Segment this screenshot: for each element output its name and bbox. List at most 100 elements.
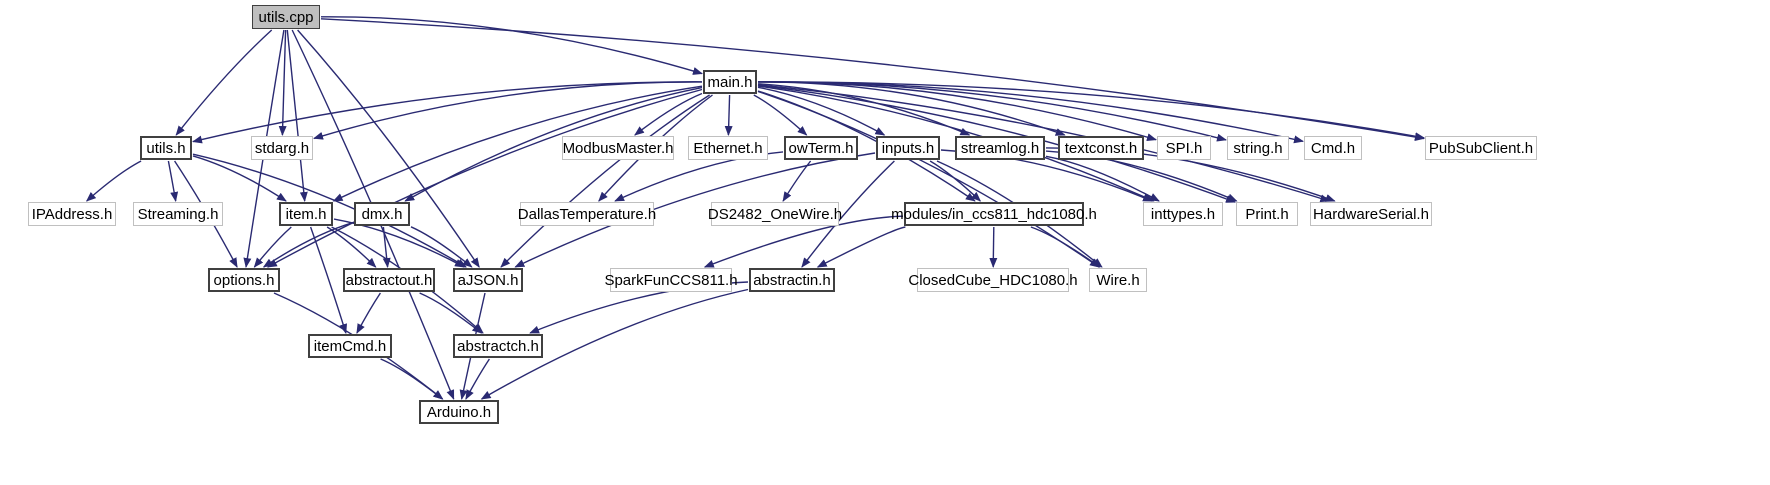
graph-edge [266, 88, 703, 268]
graph-edge [167, 160, 179, 202]
graph-node-label: Arduino.h [426, 403, 492, 421]
graph-edge [332, 85, 703, 202]
graph-node-streamlog-h[interactable]: streamlog.h [955, 136, 1045, 160]
graph-edge [262, 221, 354, 268]
graph-node-label: DS2482_OneWire.h [707, 205, 843, 223]
graph-node-label: owTerm.h [788, 139, 854, 157]
graph-edge [253, 226, 292, 268]
graph-edge [753, 94, 808, 136]
graph-edge [703, 215, 904, 268]
graph-node-label: DallasTemperature.h [517, 205, 657, 223]
graph-edge [1030, 226, 1101, 268]
graph-node-pubsubclient-h[interactable]: PubSubClient.h [1425, 136, 1537, 160]
graph-edge [757, 84, 1236, 203]
graph-node-label: IPAddress.h [31, 205, 113, 223]
graph-node-label: dmx.h [361, 205, 403, 223]
graph-node-ccs811-h[interactable]: modules/in_ccs811_hdc1080.h [891, 202, 1097, 226]
graph-node-streaming-h[interactable]: Streaming.h [133, 202, 223, 226]
graph-node-textconst-h[interactable]: textconst.h [1058, 136, 1144, 160]
graph-node-label: modules/in_ccs811_hdc1080.h [891, 205, 1097, 223]
graph-node-label: aJSON.h [457, 271, 519, 289]
graph-node-inttypes-h[interactable]: inttypes.h [1143, 202, 1223, 226]
graph-node-spi-h[interactable]: SPI.h [1157, 136, 1211, 160]
graph-node-label: abstractin.h [753, 271, 831, 289]
graph-edge [313, 81, 703, 140]
graph-edge [192, 155, 287, 202]
graph-node-string-h[interactable]: string.h [1227, 136, 1289, 160]
graph-node-dallastemp-h[interactable]: DallasTemperature.h [517, 202, 657, 226]
graph-edge [320, 16, 703, 75]
graph-edge [192, 153, 467, 268]
graph-edge [782, 160, 812, 202]
graph-edge [757, 81, 1425, 141]
graph-node-hardwareserial-h[interactable]: HardwareSerial.h [1310, 202, 1432, 226]
graph-node-utils-cpp[interactable]: utils.cpp [252, 5, 320, 29]
graph-node-ajson-h[interactable]: aJSON.h [453, 268, 523, 292]
graph-node-options-h[interactable]: options.h [208, 268, 280, 292]
graph-edge [480, 288, 749, 400]
graph-node-label: Ethernet.h [693, 139, 763, 157]
graph-edge [382, 226, 391, 268]
graph-edge [410, 226, 473, 268]
graph-edge [380, 358, 444, 400]
graph-node-wire-h[interactable]: Wire.h [1089, 268, 1147, 292]
graph-node-modbusmaster-h[interactable]: ModbusMaster.h [562, 136, 674, 160]
graph-node-label: SPI.h [1165, 139, 1203, 157]
graph-node-label: Wire.h [1096, 271, 1140, 289]
graph-edge [989, 226, 998, 268]
graph-node-abstractin-h[interactable]: abstractin.h [749, 268, 835, 292]
graph-node-label: Cmd.h [1310, 139, 1356, 157]
graph-edge [929, 160, 982, 202]
graph-node-print-h[interactable]: Print.h [1236, 202, 1298, 226]
graph-node-ipaddress-h[interactable]: IPAddress.h [28, 202, 116, 226]
graph-node-sparkfunccs811-h[interactable]: SparkFunCCS811.h [604, 268, 738, 292]
graph-node-utils-h[interactable]: utils.h [140, 136, 192, 160]
graph-node-stdarg-h[interactable]: stdarg.h [251, 136, 313, 160]
graph-node-label: ClosedCube_HDC1080.h [908, 271, 1078, 289]
graph-edge [309, 226, 348, 334]
graph-edge [175, 29, 273, 136]
graph-node-item-h[interactable]: item.h [279, 202, 333, 226]
graph-node-label: item.h [285, 205, 327, 223]
graph-edge [333, 218, 465, 268]
graph-node-label: streamlog.h [960, 139, 1040, 157]
graph-node-ds2482-h[interactable]: DS2482_OneWire.h [707, 202, 843, 226]
graph-node-label: string.h [1233, 139, 1283, 157]
graph-node-inputs-h[interactable]: inputs.h [876, 136, 940, 160]
graph-node-label: textconst.h [1064, 139, 1138, 157]
graph-node-abstractch-h[interactable]: abstractch.h [453, 334, 543, 358]
graph-edge [724, 94, 733, 136]
graph-node-ethernet-h[interactable]: Ethernet.h [688, 136, 768, 160]
graph-edge [801, 160, 895, 268]
graph-node-label: itemCmd.h [313, 337, 387, 355]
graph-edge [514, 152, 876, 268]
graph-node-label: Streaming.h [137, 205, 219, 223]
graph-edge [465, 358, 490, 400]
graph-edge [634, 92, 703, 136]
graph-edge [757, 86, 886, 136]
graph-node-label: HardwareSerial.h [1313, 205, 1429, 223]
graph-edge [757, 85, 1155, 202]
graph-edge [85, 160, 142, 202]
graph-node-dmx-h[interactable]: dmx.h [354, 202, 410, 226]
graph-node-label: utils.cpp [258, 8, 314, 26]
graph-node-label: inttypes.h [1150, 205, 1216, 223]
graph-node-label: utils.h [146, 139, 186, 157]
graph-edge [356, 292, 381, 334]
graph-edge [326, 226, 377, 268]
graph-edge [816, 226, 906, 268]
graph-edge [757, 81, 1227, 142]
graph-node-itemcmd-h[interactable]: itemCmd.h [308, 334, 392, 358]
graph-node-owterm-h[interactable]: owTerm.h [784, 136, 858, 160]
graph-node-abstractout-h[interactable]: abstractout.h [343, 268, 435, 292]
graph-edge [297, 29, 480, 268]
graph-node-label: abstractout.h [345, 271, 433, 289]
graph-node-closedcube-h[interactable]: ClosedCube_HDC1080.h [908, 268, 1078, 292]
graph-edge [757, 84, 1331, 203]
graph-node-label: main.h [707, 73, 753, 91]
graph-node-main-h[interactable]: main.h [703, 70, 757, 94]
graph-edge [419, 292, 483, 334]
graph-node-cmd-h[interactable]: Cmd.h [1304, 136, 1362, 160]
graph-node-arduino-h[interactable]: Arduino.h [419, 400, 499, 424]
